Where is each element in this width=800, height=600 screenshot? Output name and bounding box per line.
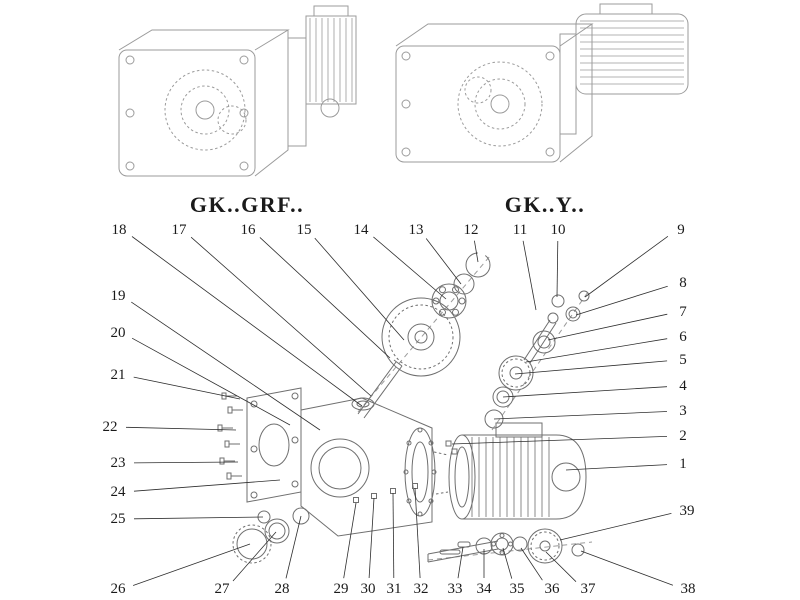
callout-label-32: 32: [414, 581, 429, 597]
callout-label-33: 33: [448, 581, 463, 597]
gear-housing-drawing: [300, 397, 437, 537]
callout-label-28: 28: [275, 581, 290, 597]
gearbox-grf-illustration: [118, 5, 357, 177]
callout-label-37: 37: [581, 581, 597, 597]
callout-label-16: 16: [241, 222, 257, 238]
callout-leader-29: [343, 502, 357, 579]
callout-leader-24: [133, 479, 281, 492]
input-shaft-drawing: [357, 359, 403, 419]
callout-leader-37: [545, 551, 577, 582]
callout-label-1: 1: [679, 456, 687, 472]
callout-leader-23: [133, 461, 239, 464]
callout-label-21: 21: [111, 367, 126, 383]
callout-leader-31: [392, 492, 395, 579]
callout-leader-9: [584, 235, 669, 298]
callout-leader-11: [522, 240, 537, 311]
retaining-rings-drawing: [453, 252, 491, 295]
callout-label-7: 7: [679, 304, 687, 320]
callout-leader-7: [547, 313, 668, 341]
callout-label-26: 26: [111, 581, 127, 597]
callout-leader-20: [131, 337, 291, 426]
callout-leader-22: [125, 426, 237, 431]
callout-leader-15: [314, 237, 405, 341]
callout-label-11: 11: [513, 222, 527, 238]
callout-leader-35: [502, 547, 513, 579]
callout-label-18: 18: [112, 222, 127, 238]
mounting-bolts-drawing: [217, 392, 243, 480]
callout-leader-10: [556, 240, 559, 298]
callout-label-15: 15: [297, 222, 312, 238]
callout-label-5: 5: [679, 352, 687, 368]
gearbox-y-illustration: [395, 3, 689, 163]
callout-leader-2: [451, 436, 668, 445]
axis-bevel-shaft: [491, 291, 589, 431]
callout-leader-39: [559, 513, 672, 541]
callout-label-12: 12: [464, 222, 479, 238]
callout-leader-3: [493, 411, 668, 420]
callout-leader-25: [133, 516, 264, 520]
callout-leader-5: [514, 360, 668, 375]
callout-label-14: 14: [354, 222, 370, 238]
callout-label-39: 39: [680, 503, 695, 519]
callout-leader-17: [190, 236, 372, 397]
callout-leader-12: [474, 240, 479, 263]
callout-leader-16: [259, 237, 391, 359]
callout-label-20: 20: [111, 325, 126, 341]
callout-leader-14: [373, 236, 447, 300]
callout-leader-4: [502, 386, 668, 398]
cover-plate-drawing: [246, 387, 302, 503]
output-shaft-assembly-drawing: [427, 528, 585, 564]
callout-label-35: 35: [510, 581, 525, 597]
callout-leader-36: [520, 547, 543, 581]
callout-leader-19: [131, 301, 321, 431]
callout-label-29: 29: [334, 581, 349, 597]
callout-label-10: 10: [551, 222, 566, 238]
callout-leader-27: [232, 531, 277, 582]
callout-label-22: 22: [103, 419, 118, 435]
callout-label-34: 34: [477, 581, 493, 597]
axis-input-shaft: [357, 255, 491, 413]
callout-label-27: 27: [215, 581, 231, 597]
callout-label-4: 4: [679, 378, 687, 394]
callout-leader-6: [525, 338, 668, 363]
exploded-view-illustration: [217, 252, 593, 564]
callout-label-31: 31: [387, 581, 402, 597]
callout-label-3: 3: [679, 403, 687, 419]
variant-label-gk-grf: GK..GRF..: [190, 192, 304, 217]
callout-label-9: 9: [677, 222, 685, 238]
callout-label-19: 19: [111, 288, 126, 304]
callout-leader-33: [457, 546, 464, 579]
callout-leader-1: [565, 464, 668, 471]
input-bearing-drawing: [431, 283, 467, 319]
output-cover-rings-drawing: [232, 507, 310, 564]
callout-label-2: 2: [679, 428, 687, 444]
callout-leader-18: [131, 236, 363, 407]
callout-leader-21: [133, 376, 241, 400]
callout-leader-13: [425, 238, 462, 285]
callout-leader-26: [132, 543, 251, 586]
motor-drawing: [433, 422, 587, 520]
callout-label-25: 25: [111, 511, 126, 527]
callout-label-36: 36: [545, 581, 561, 597]
callout-label-30: 30: [361, 581, 376, 597]
callout-label-8: 8: [679, 275, 687, 291]
main-gear-drawing: [381, 297, 461, 377]
bevel-pinion-set-drawing: [484, 290, 590, 429]
callout-label-6: 6: [679, 329, 687, 345]
callout-leader-8: [575, 285, 668, 316]
callout-leader-28: [285, 515, 302, 579]
callout-label-24: 24: [111, 484, 127, 500]
callout-label-17: 17: [172, 222, 188, 238]
callout-leader-32: [414, 487, 421, 579]
callout-label-13: 13: [409, 222, 424, 238]
callout-label-23: 23: [111, 455, 126, 471]
callout-leader-30: [368, 497, 375, 579]
variant-label-gk-y: GK..Y..: [505, 192, 586, 217]
callout-label-38: 38: [681, 581, 696, 597]
callout-leader-38: [580, 550, 674, 586]
